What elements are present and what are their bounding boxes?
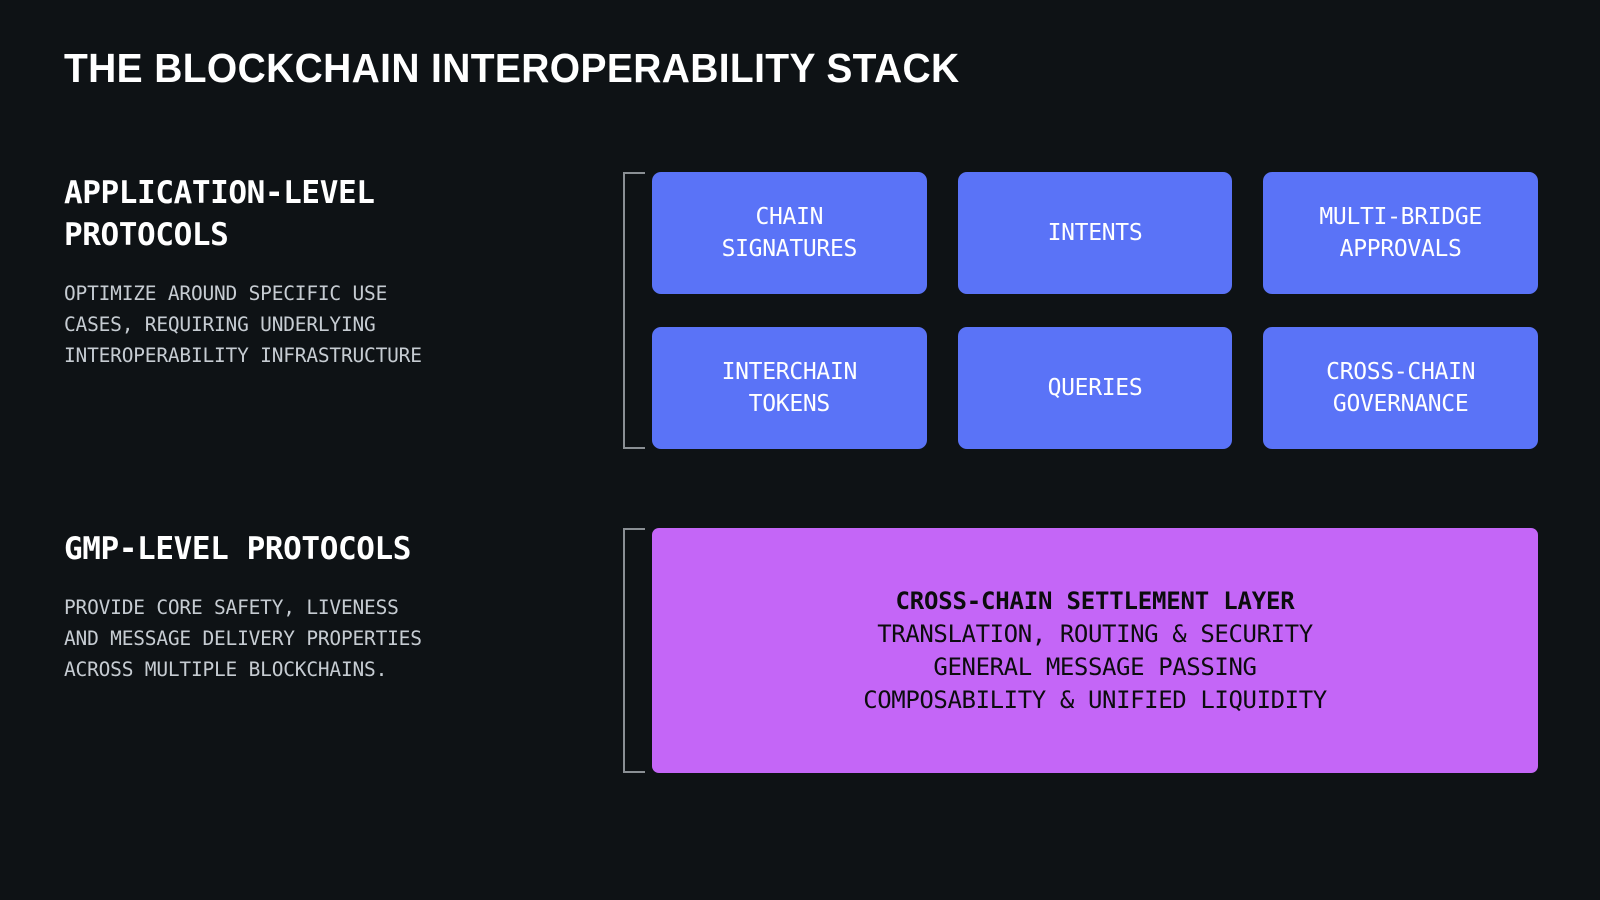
settlement-panel-line-messaging: GENERAL MESSAGE PASSING xyxy=(933,652,1257,681)
tile-cross-chain-governance[interactable]: CROSS-CHAIN GOVERNANCE xyxy=(1263,327,1538,449)
section-heading-application-level: APPLICATION-LEVEL PROTOCOLS xyxy=(64,175,375,253)
section-heading-gmp-level: GMP-LEVEL PROTOCOLS xyxy=(64,531,412,567)
settlement-panel-line-title: CROSS-CHAIN SETTLEMENT LAYER xyxy=(895,586,1295,615)
section-description-gmp-level: PROVIDE CORE SAFETY, LIVENESS AND MESSAG… xyxy=(64,596,422,681)
cross-chain-settlement-panel[interactable]: CROSS-CHAIN SETTLEMENT LAYER TRANSLATION… xyxy=(652,528,1538,773)
settlement-panel-line-composability: COMPOSABILITY & UNIFIED LIQUIDITY xyxy=(863,685,1327,714)
application-protocol-grid: CHAIN SIGNATURES INTENTS MULTI-BRIDGE AP… xyxy=(652,172,1538,449)
tile-intents[interactable]: INTENTS xyxy=(957,172,1233,294)
tile-chain-signatures[interactable]: CHAIN SIGNATURES xyxy=(652,172,927,294)
page-title: THE BLOCKCHAIN INTEROPERABILITY STACK xyxy=(64,45,960,91)
bracket-application-level xyxy=(623,172,645,449)
settlement-panel-line-translation: TRANSLATION, ROUTING & SECURITY xyxy=(877,619,1313,648)
section-gmp-level: GMP-LEVEL PROTOCOLS PROVIDE CORE SAFETY,… xyxy=(64,528,584,685)
tile-interchain-tokens[interactable]: INTERCHAIN TOKENS xyxy=(652,327,927,449)
tile-multi-bridge-approvals[interactable]: MULTI-BRIDGE APPROVALS xyxy=(1263,172,1538,294)
bracket-gmp-level xyxy=(623,528,645,773)
tile-queries[interactable]: QUERIES xyxy=(957,327,1233,449)
section-application-level: APPLICATION-LEVEL PROTOCOLS OPTIMIZE ARO… xyxy=(64,172,584,371)
section-description-application-level: OPTIMIZE AROUND SPECIFIC USE CASES, REQU… xyxy=(64,282,422,367)
